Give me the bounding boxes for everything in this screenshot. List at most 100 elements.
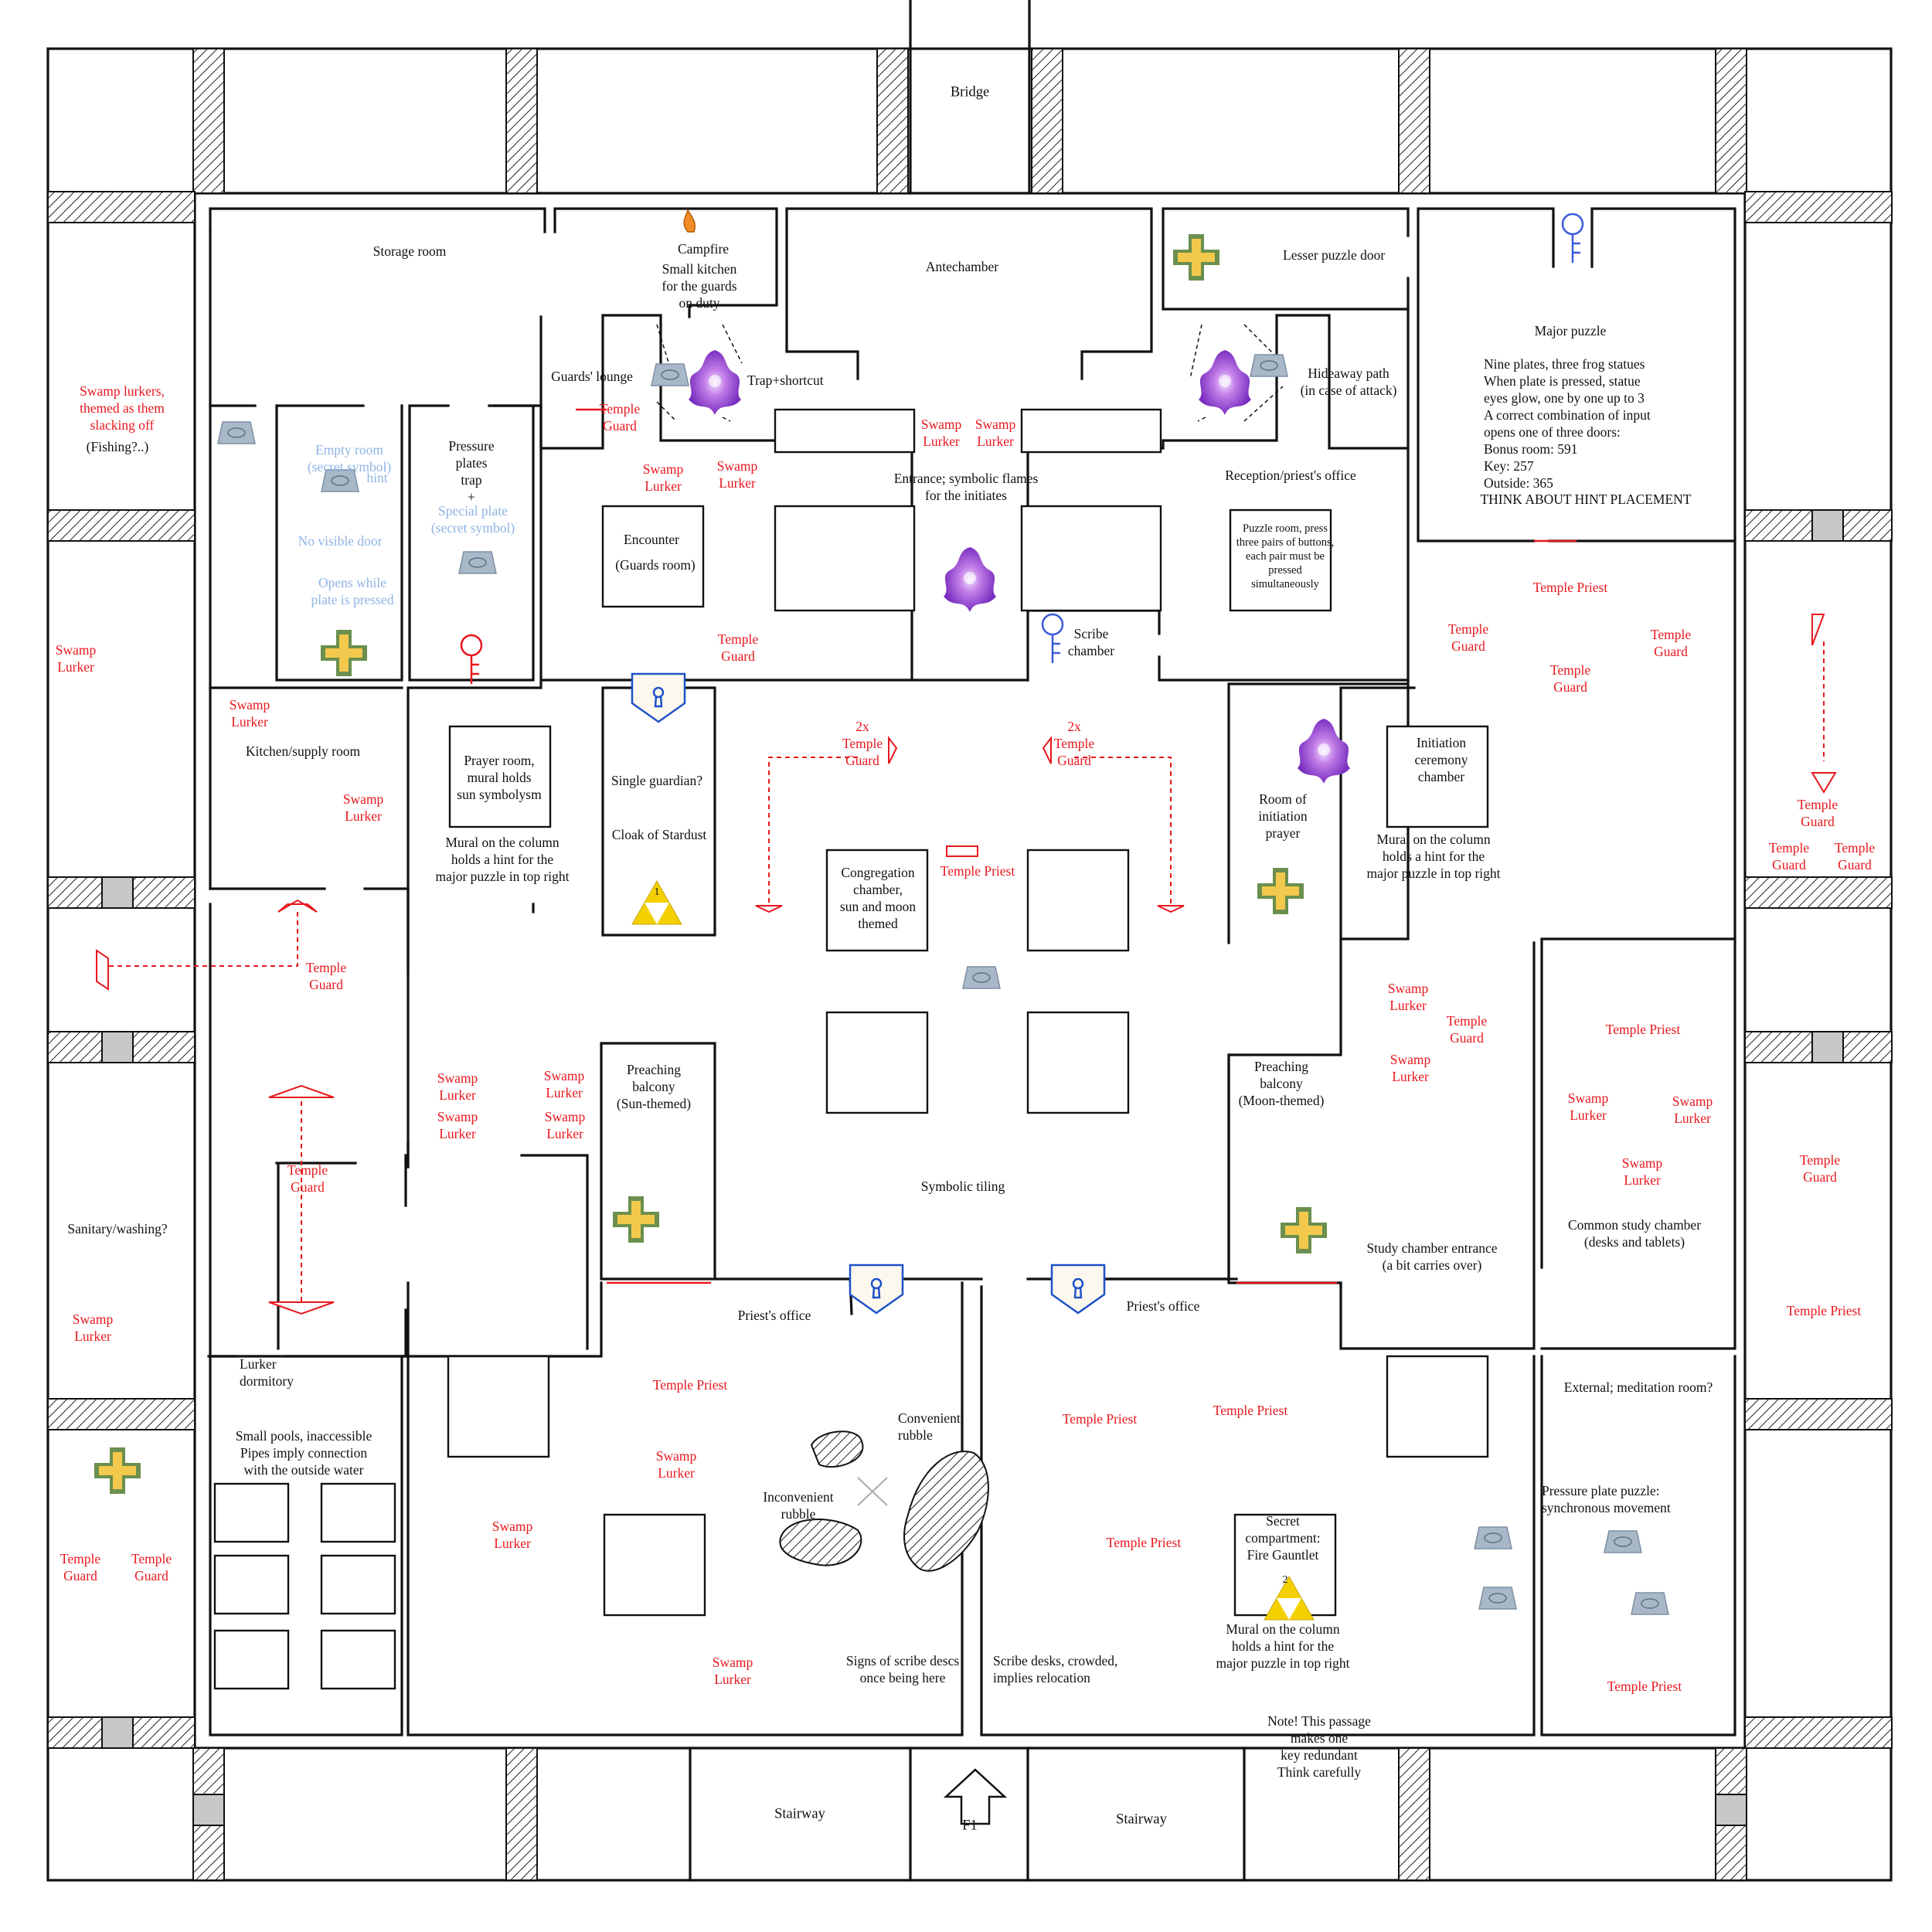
label-special-plate: Special plate (secret symbol) bbox=[430, 503, 515, 536]
label-priests-office-left: Priest's office bbox=[737, 1308, 811, 1323]
enemy-temple-guard: Temple Guard bbox=[1549, 662, 1591, 695]
key-icon bbox=[460, 213, 1584, 684]
label-opens-while: Opens while plate is pressed bbox=[311, 575, 394, 607]
enemy-swamp-lurker: Swamp Lurker bbox=[716, 458, 758, 491]
label-think-hint: THINK ABOUT HINT PLACEMENT bbox=[1480, 492, 1692, 507]
label-campfire: Campfire bbox=[677, 241, 730, 257]
enemy-swamp-lurker: Swamp Lurker bbox=[72, 1311, 114, 1344]
label-secret-compartment: Secret compartment: Fire Gauntlet bbox=[1245, 1513, 1321, 1563]
label-note-passage: Note! This passage makes one key redunda… bbox=[1267, 1713, 1371, 1780]
label-room-initiation-prayer: Room of initiation prayer bbox=[1258, 791, 1308, 841]
label-hideaway: Hideaway path (in case of attack) bbox=[1300, 366, 1397, 398]
enemy-swamp-lurker: Swamp Lurker bbox=[437, 1070, 478, 1103]
enemy-temple-guard: Temple Guard bbox=[60, 1551, 101, 1583]
label-encounter: Encounter bbox=[624, 532, 679, 547]
label-common-study: Common study chamber (desks and tablets) bbox=[1567, 1217, 1702, 1250]
label-priests-office-right: Priest's office bbox=[1126, 1298, 1200, 1314]
label-scribe-chamber: Scribe chamber bbox=[1067, 626, 1115, 658]
label-mural-hint-2: Mural on the column holds a hint for the… bbox=[1366, 832, 1501, 881]
enemy-temple-guard: Temple Guard bbox=[1446, 1013, 1488, 1046]
label-swamp-lurkers-themed: Swamp lurkers, themed as them slacking o… bbox=[80, 383, 165, 433]
enemy-temple-priest: Temple Priest bbox=[652, 1377, 728, 1393]
red-arrows bbox=[96, 614, 1837, 1315]
label-cloak: Cloak of Stardust bbox=[611, 827, 707, 842]
campfire-icon bbox=[683, 209, 696, 233]
enemy-temple-guard-x2: 2x Temple Guard bbox=[842, 719, 883, 768]
enemy-swamp-lurker: Swamp Lurker bbox=[712, 1655, 753, 1687]
enemy-swamp-lurker: Swamp Lurker bbox=[1621, 1155, 1663, 1188]
label-sanitary: Sanitary/washing? bbox=[67, 1221, 168, 1236]
enemy-temple-priest: Temple Priest bbox=[1532, 580, 1608, 595]
label-prayer-room: Prayer room, mural holds sun symbolysm bbox=[457, 753, 542, 802]
enemy-temple-guard: Temple Guard bbox=[599, 401, 641, 434]
enemy-swamp-lurker: Swamp Lurker bbox=[1567, 1090, 1609, 1123]
label-reception: Reception/priest's office bbox=[1225, 468, 1356, 483]
label-major-puzzle-title: Major puzzle bbox=[1534, 323, 1607, 338]
label-stairway-left: Stairway bbox=[774, 1806, 825, 1822]
shield-lock-icon bbox=[631, 672, 1106, 1315]
enemy-swamp-lurker: Swamp Lurker bbox=[642, 461, 684, 494]
label-major-puzzle-text: Nine plates, three frog statues When pla… bbox=[1484, 356, 1651, 491]
label-lurker-dormitory: Lurker dormitory bbox=[240, 1356, 294, 1389]
label-fishing: (Fishing?..) bbox=[86, 439, 149, 454]
enemy-temple-priest: Temple Priest bbox=[940, 863, 1015, 879]
label-congregation: Congregation chamber, sun and moon theme… bbox=[839, 865, 917, 931]
enemy-swamp-lurker: Swamp Lurker bbox=[437, 1109, 478, 1141]
border-pillar-row-top bbox=[47, 48, 1893, 1881]
label-lesser-puzzle-door: Lesser puzzle door bbox=[1283, 247, 1386, 263]
label-empty-room: Empty room (secret symbol) bbox=[307, 442, 392, 474]
enemy-swamp-lurker: Swamp Lurker bbox=[544, 1109, 586, 1141]
f1-up-arrow-icon bbox=[943, 1768, 1008, 1825]
enemy-temple-priest: Temple Priest bbox=[1605, 1022, 1681, 1037]
enemy-temple-guard: Temple Guard bbox=[1447, 621, 1489, 654]
label-guards-room: (Guards room) bbox=[615, 557, 696, 573]
enemy-swamp-lurker: Swamp Lurker bbox=[543, 1068, 585, 1100]
trap-lines bbox=[210, 308, 1408, 422]
enemy-swamp-lurker: Swamp Lurker bbox=[342, 791, 384, 824]
label-storage-room: Storage room bbox=[372, 243, 447, 259]
label-f1: F1 bbox=[962, 1818, 978, 1834]
label-convenient-rubble: Convenient rubble bbox=[898, 1410, 961, 1443]
enemy-temple-guard: Temple Guard bbox=[1650, 627, 1692, 659]
label-antechamber: Antechamber bbox=[925, 259, 999, 274]
enemy-swamp-lurker: Swamp Lurker bbox=[975, 417, 1016, 449]
label-signs-scribe: Signs of scribe descs once being here bbox=[845, 1653, 960, 1685]
enemy-temple-guard-x2: 2x Temple Guard bbox=[1053, 719, 1095, 768]
label-pressure-puzzle: Pressure plate puzzle: synchronous movem… bbox=[1542, 1483, 1671, 1515]
enemy-temple-guard: Temple Guard bbox=[1799, 1152, 1841, 1185]
label-kitchen-supply: Kitchen/supply room bbox=[245, 743, 361, 759]
enemy-swamp-lurker: Swamp Lurker bbox=[229, 697, 270, 730]
enemy-temple-guard: Temple Guard bbox=[1834, 840, 1876, 872]
label-small-kitchen: Small kitchen for the guards on duty bbox=[662, 261, 737, 311]
label-single-guardian: Single guardian? bbox=[611, 773, 703, 788]
label-preaching-sun: Preaching balcony (Sun-themed) bbox=[616, 1062, 692, 1111]
enemy-temple-guard: Temple Guard bbox=[287, 1162, 328, 1195]
room-boxes bbox=[213, 408, 1489, 1690]
enemy-temple-priest: Temple Priest bbox=[1607, 1679, 1682, 1694]
enemy-temple-guard: Temple Guard bbox=[1797, 797, 1838, 829]
enemy-temple-guard: Temple Guard bbox=[717, 631, 759, 664]
label-scribe-desks: Scribe desks, crowded, implies relocatio… bbox=[993, 1653, 1118, 1685]
label-symbolic-tiling: Symbolic tiling bbox=[920, 1179, 1005, 1194]
enemy-swamp-lurker: Swamp Lurker bbox=[1672, 1094, 1713, 1126]
enemy-swamp-lurker: Swamp Lurker bbox=[1387, 981, 1429, 1013]
patrol-paths bbox=[108, 641, 1825, 1302]
enemy-temple-guard: Temple Guard bbox=[305, 960, 347, 992]
enemy-temple-priest: Temple Priest bbox=[1062, 1411, 1138, 1427]
label-bridge: Bridge bbox=[950, 84, 990, 100]
label-mural-hint-1: Mural on the column holds a hint for the… bbox=[435, 835, 570, 884]
label-item-2: 2 bbox=[1282, 1574, 1288, 1586]
label-guards-lounge: Guards' lounge bbox=[551, 369, 633, 384]
enemy-temple-priest: Temple Priest bbox=[1786, 1303, 1862, 1318]
enemy-temple-priest: Temple Priest bbox=[1213, 1403, 1288, 1418]
label-trap-shortcut: Trap+shortcut bbox=[747, 372, 824, 388]
label-inconvenient-rubble: Inconvenient rubble bbox=[763, 1489, 834, 1522]
enemy-swamp-lurker: Swamp Lurker bbox=[492, 1519, 533, 1551]
label-mural-hint-3: Mural on the column holds a hint for the… bbox=[1216, 1621, 1350, 1671]
label-hint: hint bbox=[366, 470, 388, 485]
label-pressure-plates-trap: Pressure plates trap + bbox=[448, 438, 495, 505]
enemy-swamp-lurker: Swamp Lurker bbox=[1389, 1052, 1431, 1084]
label-entrance: Entrance; symbolic flames for the initia… bbox=[893, 471, 1039, 503]
